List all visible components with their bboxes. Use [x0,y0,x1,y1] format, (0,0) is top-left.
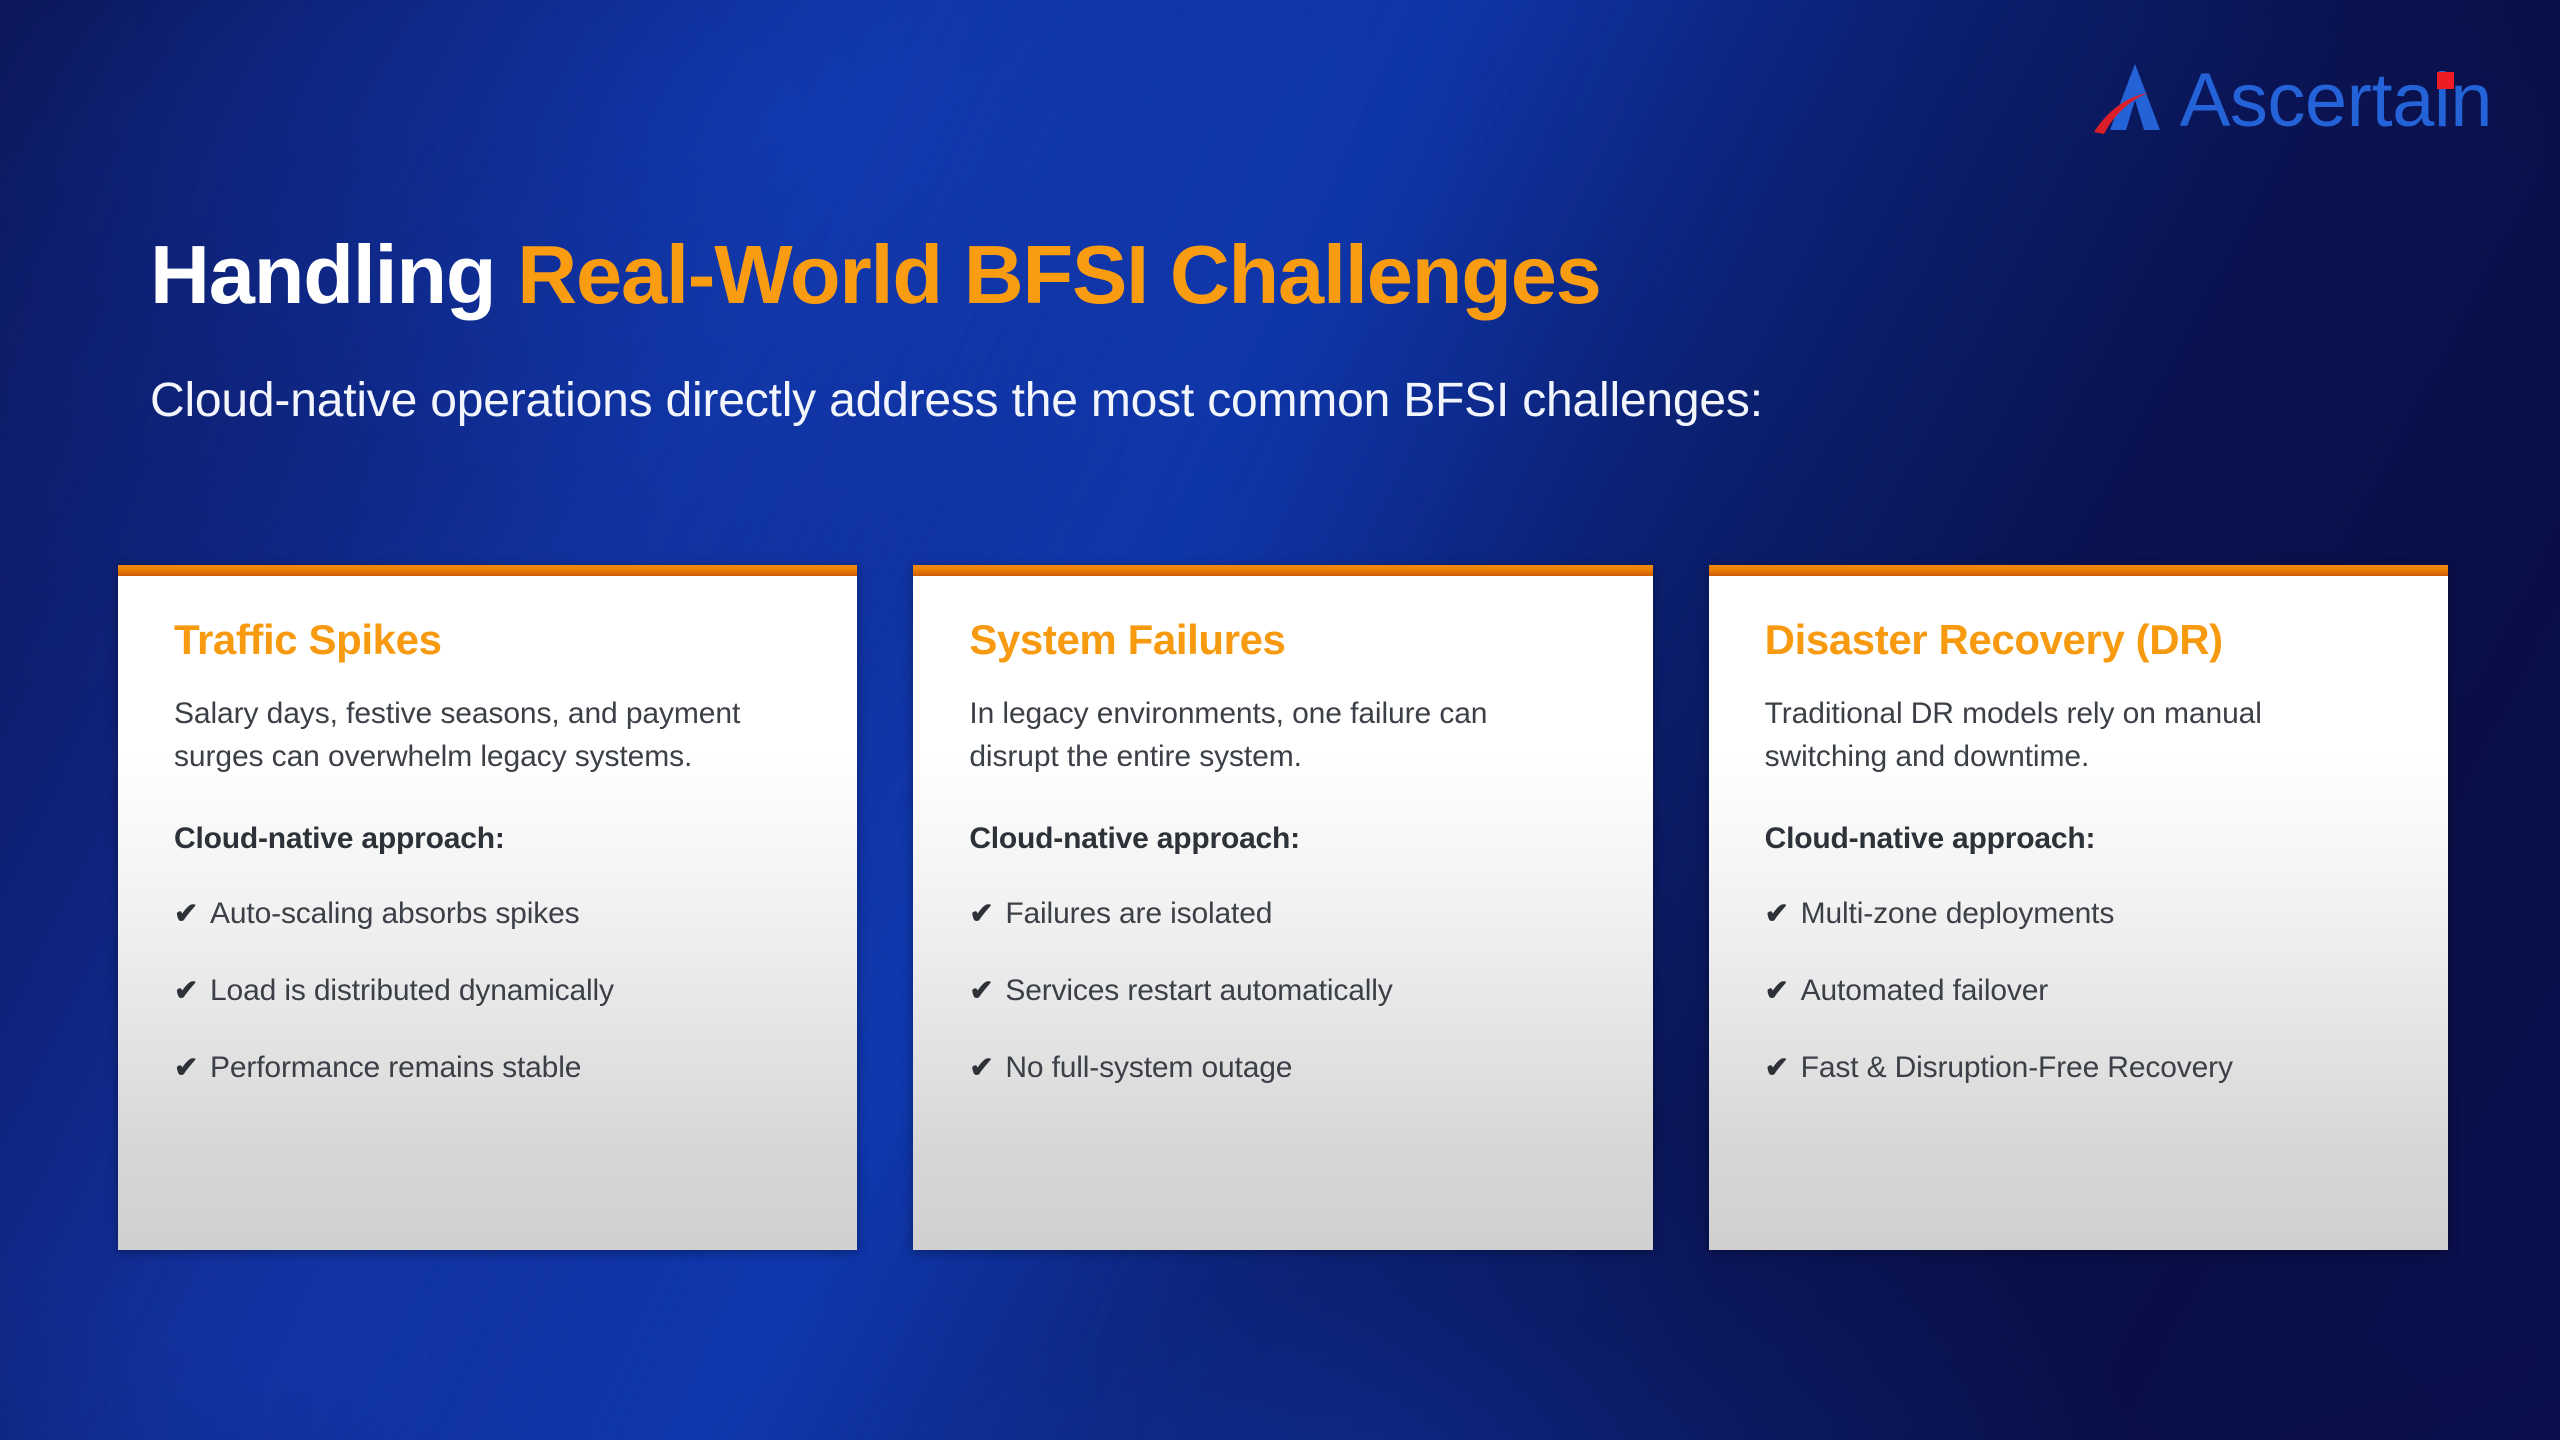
challenge-card[interactable]: System Failures In legacy environments, … [913,565,1653,1250]
list-item-label: Fast & Disruption-Free Recovery [1800,1051,2233,1085]
card-description: In legacy environments, one failure can … [969,697,1488,773]
list-item-label: Auto-scaling absorbs spikes [210,897,580,931]
check-icon: ✔ [174,898,199,931]
page-subtitle: Cloud-native operations directly address… [150,374,1763,427]
card-bullet-list: ✔ Auto-scaling absorbs spikes ✔ Load is … [174,896,813,1086]
challenge-cards-row: Traffic Spikes Salary days, festive seas… [118,565,2448,1250]
card-body: Traffic Spikes Salary days, festive seas… [118,576,857,1086]
list-item-label: Performance remains stable [210,1051,582,1085]
check-icon: ✔ [969,898,994,931]
list-item: ✔ Services restart automatically [969,973,1608,1009]
brand-logo-wordmark: Ascertain [2179,58,2493,144]
card-bullet-list: ✔ Failures are isolated ✔ Services resta… [969,896,1608,1086]
card-accent-bar [913,565,1653,576]
list-item-label: Automated failover [1800,974,2049,1008]
card-approach-label: Cloud-native approach: [174,822,505,856]
list-item: ✔ Auto-scaling absorbs spikes [174,896,813,932]
card-description: Traditional DR models rely on manual swi… [1764,697,2262,773]
list-item: ✔ Load is distributed dynamically [174,973,813,1009]
list-item-label: No full-system outage [1005,1051,1293,1085]
card-title: Disaster Recovery (DR) [1764,616,2223,663]
card-approach-label: Cloud-native approach: [969,822,1300,856]
brand-logo-text: Ascertain [2180,63,2493,139]
card-accent-bar [118,565,858,576]
list-item: ✔ Automated failover [1765,973,2404,1009]
page-title: Handling Real-World BFSI Challenges [150,233,1602,316]
check-icon: ✔ [1764,898,1789,931]
challenge-card[interactable]: Disaster Recovery (DR) Traditional DR mo… [1708,565,2448,1250]
list-item: ✔ Failures are isolated [969,896,1608,932]
card-description: Salary days, festive seasons, and paymen… [174,697,741,773]
card-bullet-list: ✔ Multi-zone deployments ✔ Automated fai… [1765,896,2404,1086]
list-item-label: Load is distributed dynamically [210,974,614,1008]
check-icon: ✔ [174,975,199,1008]
list-item-label: Failures are isolated [1005,897,1273,931]
ascertain-a-swoosh-icon [2092,60,2178,136]
card-body: System Failures In legacy environments, … [913,576,1652,1086]
card-body: Disaster Recovery (DR) Traditional DR mo… [1709,576,2448,1086]
card-approach-label: Cloud-native approach: [1764,822,2096,856]
brand-logo[interactable]: Ascertain [2092,52,2493,139]
logo-i-dot-icon [2437,72,2454,90]
check-icon: ✔ [969,1052,994,1085]
page-title-accent: Real-World BFSI Challenges [517,228,1602,321]
page-title-lead: Handling [150,228,518,321]
card-title: Traffic Spikes [174,616,442,663]
list-item: ✔ No full-system outage [969,1050,1608,1086]
list-item-label: Services restart automatically [1005,974,1393,1008]
check-icon: ✔ [969,975,994,1008]
list-item: ✔ Multi-zone deployments [1765,896,2404,932]
list-item-label: Multi-zone deployments [1800,897,2115,931]
challenge-card[interactable]: Traffic Spikes Salary days, festive seas… [118,565,858,1250]
check-icon: ✔ [1764,975,1789,1008]
card-title: System Failures [969,616,1286,663]
card-accent-bar [1708,565,2448,576]
list-item: ✔ Fast & Disruption-Free Recovery [1765,1050,2404,1086]
list-item: ✔ Performance remains stable [174,1050,813,1086]
check-icon: ✔ [174,1052,199,1085]
check-icon: ✔ [1764,1052,1789,1085]
